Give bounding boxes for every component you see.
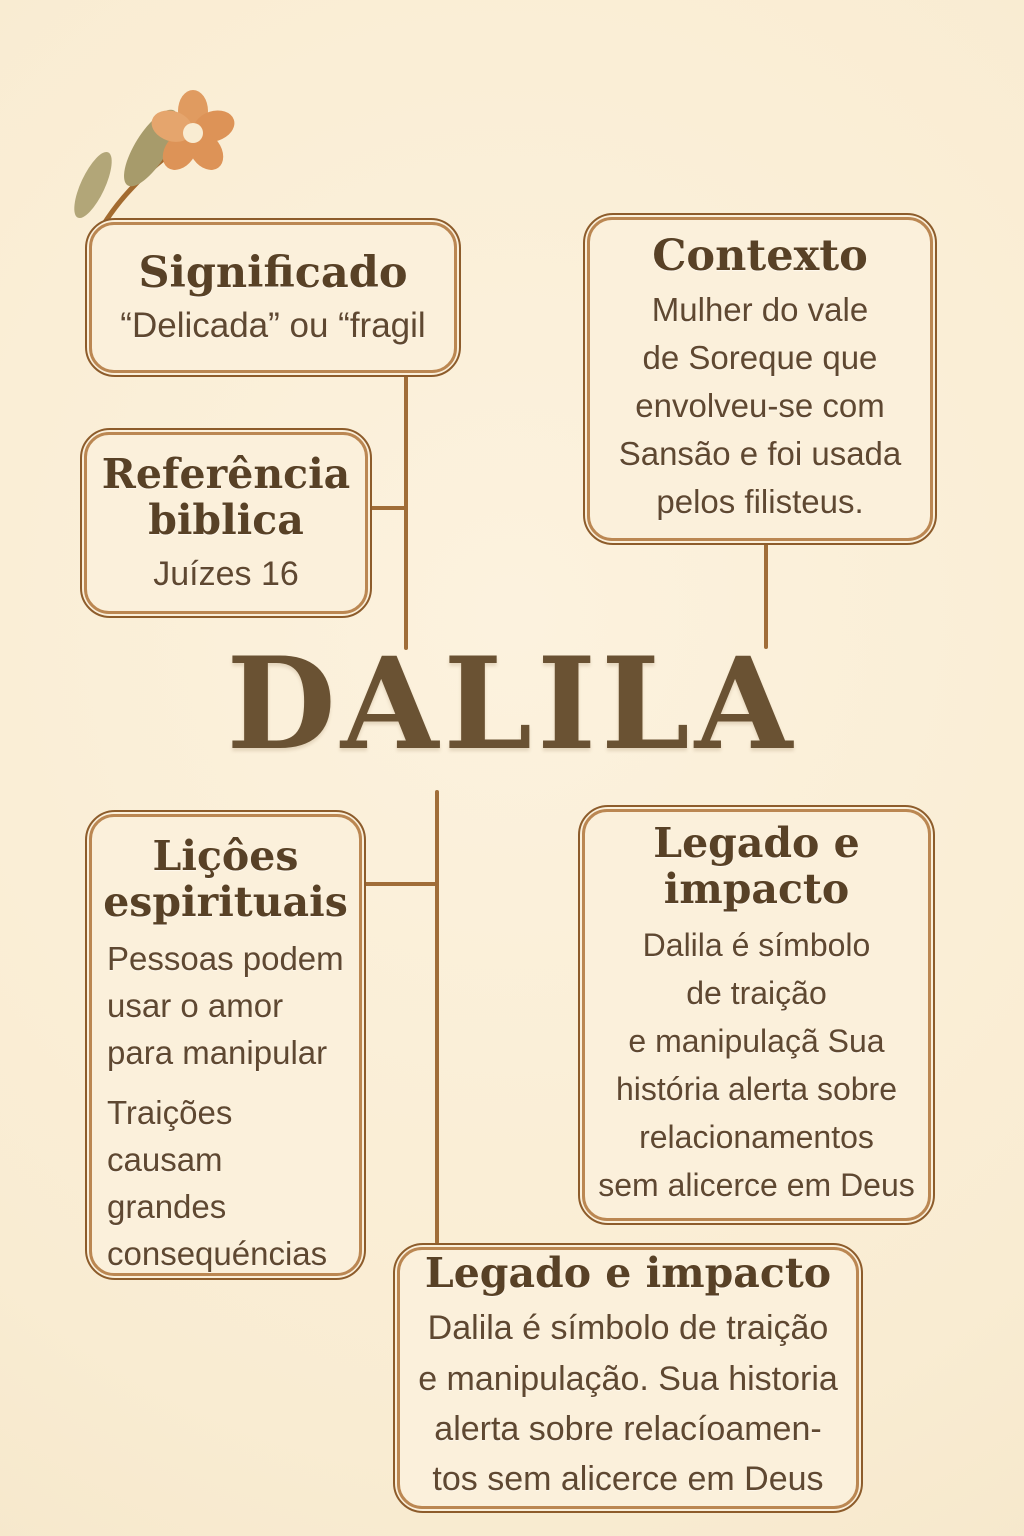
- flower-leaf-small: [74, 151, 112, 219]
- card-contexto-body: Mulher do vale de Soreque que envolveu-s…: [618, 291, 902, 520]
- card-legado-baixo-title: Legado e impacto: [424, 1249, 832, 1298]
- connector-referencia-branch: [370, 506, 406, 510]
- card-legado-impacto-direita: Legado e impacto Dalila é símbolo de tra…: [578, 805, 935, 1225]
- flower-center: [183, 123, 203, 143]
- connector-significado-to-title: [404, 374, 408, 650]
- page-title: DALILA: [226, 630, 798, 778]
- card-referencia: Referência biblica Juízes 16: [80, 428, 372, 618]
- card-legado-direita-body: Dalila é símbolo de traição e manipulaçã…: [598, 926, 915, 1203]
- card-legado-impacto-baixo: Legado e impacto Dalila é símbolo de tra…: [393, 1243, 863, 1513]
- card-significado: Significado “Delicada” ou “fragil: [85, 218, 461, 377]
- card-licoes-espirituais: Liçôes espirituais Pessoas podem usar o …: [85, 810, 366, 1280]
- card-licoes-title: Liçôes espirituais: [103, 832, 348, 926]
- flower-icon: [74, 90, 235, 253]
- connector-contexto-to-title: [764, 543, 768, 649]
- flower-petals: [151, 90, 235, 170]
- card-licoes-paragraph-2: Traições causam grandes consequéncias: [107, 1094, 328, 1272]
- card-referencia-body: Juízes 16: [153, 555, 299, 594]
- card-legado-direita-title: Legado e impacto: [653, 819, 860, 913]
- card-significado-title: Significado: [138, 248, 408, 299]
- card-legado-baixo-body: Dalila é símbolo de traição e manipulaçã…: [418, 1309, 838, 1499]
- card-contexto-title: Contexto: [652, 231, 868, 282]
- card-licoes-paragraph-1: Pessoas podem usar o amor para manipular: [107, 939, 344, 1071]
- connector-licoes-branch: [364, 882, 437, 886]
- card-significado-body: “Delicada” ou “fragil: [120, 305, 426, 345]
- card-contexto: Contexto Mulher do vale de Soreque que e…: [583, 213, 937, 545]
- card-referencia-title: Referência biblica: [101, 449, 351, 544]
- connector-title-to-legado-baixo: [435, 790, 439, 1244]
